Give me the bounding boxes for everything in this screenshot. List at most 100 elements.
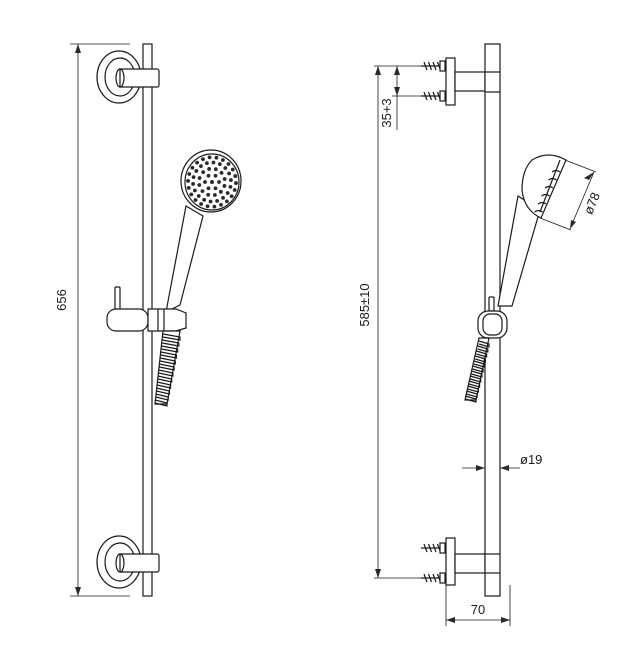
hose-coil xyxy=(157,375,173,383)
nozzle-dot xyxy=(213,173,218,178)
hand-shower-side xyxy=(497,154,567,307)
slider-holder-front xyxy=(106,286,187,332)
screw-thread xyxy=(432,61,437,71)
nozzle-dot xyxy=(213,186,218,191)
bottom-bracket-front xyxy=(96,535,160,589)
hose-coil xyxy=(472,365,484,373)
screw-thread xyxy=(427,543,433,553)
screw-head xyxy=(439,60,446,72)
hose-coil xyxy=(466,390,478,398)
nozzle-dot xyxy=(212,204,217,209)
nozzle-dot xyxy=(190,165,195,170)
screw-thread xyxy=(423,91,428,101)
hand-shower-front xyxy=(165,149,242,314)
dimension-label-rail-diameter: ø19 xyxy=(520,452,542,467)
screw-thread xyxy=(423,573,428,583)
dimension-bracket-adjust: 35+3 xyxy=(379,66,446,130)
nozzle-dot xyxy=(191,175,196,180)
dimension-label-bracket-spacing: 585±10 xyxy=(357,283,372,326)
nozzle-dot xyxy=(194,169,199,173)
nozzle-dot xyxy=(218,189,223,194)
nozzle-dot xyxy=(211,160,216,165)
bottom-bracket-side xyxy=(421,537,486,586)
screw-thread xyxy=(427,573,433,583)
hose-coil xyxy=(477,345,489,353)
nozzle-dot xyxy=(196,194,201,198)
nozzle-dot xyxy=(199,202,203,206)
front-view: 656 xyxy=(54,43,242,597)
hose-side xyxy=(464,337,490,403)
nozzle-dot xyxy=(193,198,198,202)
nozzle-dot xyxy=(230,167,235,172)
hose-coil xyxy=(159,363,175,371)
nozzle-dot xyxy=(207,167,212,171)
nozzle-side xyxy=(537,201,547,205)
nozzle-dot xyxy=(219,171,224,175)
nozzle-dot xyxy=(202,197,207,202)
nozzle-dot xyxy=(213,167,218,172)
nozzle-dot xyxy=(225,191,230,195)
nozzle-dot xyxy=(210,180,214,184)
hose-coil xyxy=(464,395,477,403)
nozzle-dot xyxy=(186,186,191,190)
screw-thread xyxy=(423,543,428,553)
nozzle-dot xyxy=(206,173,211,178)
hose-coil xyxy=(156,387,170,395)
hose-coil xyxy=(159,357,176,365)
dimension-label-bracket-adjust: 35+3 xyxy=(379,98,394,127)
nozzle-dot xyxy=(197,176,202,180)
hose-coil xyxy=(154,399,168,407)
screw-thread xyxy=(432,543,437,553)
screw-thread xyxy=(423,61,428,71)
nozzle-side xyxy=(548,177,557,181)
top-bracket-side xyxy=(421,57,486,106)
nozzle-dot xyxy=(233,174,238,178)
nozzle-dot xyxy=(227,171,232,176)
hose-coil xyxy=(468,380,481,388)
nozzle-dot xyxy=(206,192,211,197)
screw-thread xyxy=(432,91,437,101)
slider-holder-side xyxy=(477,296,508,339)
nozzle-dot xyxy=(215,198,220,203)
nozzle-dot xyxy=(207,155,212,160)
screw-thread xyxy=(427,91,433,101)
screw-head xyxy=(439,572,446,584)
dimension-label-total-height: 656 xyxy=(54,289,69,311)
hose-coil xyxy=(157,381,172,389)
nozzle-dot xyxy=(222,177,227,181)
nozzle-dot xyxy=(205,204,210,209)
screw-head xyxy=(439,90,446,102)
hose-coil xyxy=(476,350,488,358)
hose-coil xyxy=(158,369,174,377)
top-bracket-front xyxy=(96,50,160,104)
nozzle-dot xyxy=(217,162,222,167)
nozzle-dot xyxy=(203,180,207,184)
nozzle-dot xyxy=(221,158,225,162)
nozzle-side xyxy=(534,209,543,213)
nozzle-dot xyxy=(192,188,197,193)
hose-coil xyxy=(467,385,479,393)
hose-coil xyxy=(162,333,181,341)
hose-coil xyxy=(473,360,485,368)
screw-head xyxy=(439,542,446,554)
nozzle-dot xyxy=(197,183,202,187)
nozzle-dot xyxy=(208,199,213,204)
nozzle-dot xyxy=(226,162,231,166)
dimension-wall-distance: 70 xyxy=(445,585,511,626)
nozzle-side xyxy=(551,169,561,173)
nozzle-dot xyxy=(200,189,205,193)
nozzle-dot xyxy=(195,160,199,165)
screw-thread xyxy=(432,573,437,583)
dimension-label-wall-distance: 70 xyxy=(471,602,485,617)
hose-coil xyxy=(155,393,169,401)
dimension-label-head-diameter: ø78 xyxy=(581,190,603,216)
nozzle-dot xyxy=(199,164,203,168)
nozzle-dot xyxy=(186,179,190,183)
nozzle-dot xyxy=(191,182,195,186)
nozzle-dot xyxy=(219,203,223,207)
hose-coil xyxy=(160,351,178,359)
hose-coil xyxy=(162,339,180,347)
nozzle-dot xyxy=(217,180,221,184)
nozzle-dot xyxy=(206,186,211,191)
nozzle-dots xyxy=(186,155,238,209)
